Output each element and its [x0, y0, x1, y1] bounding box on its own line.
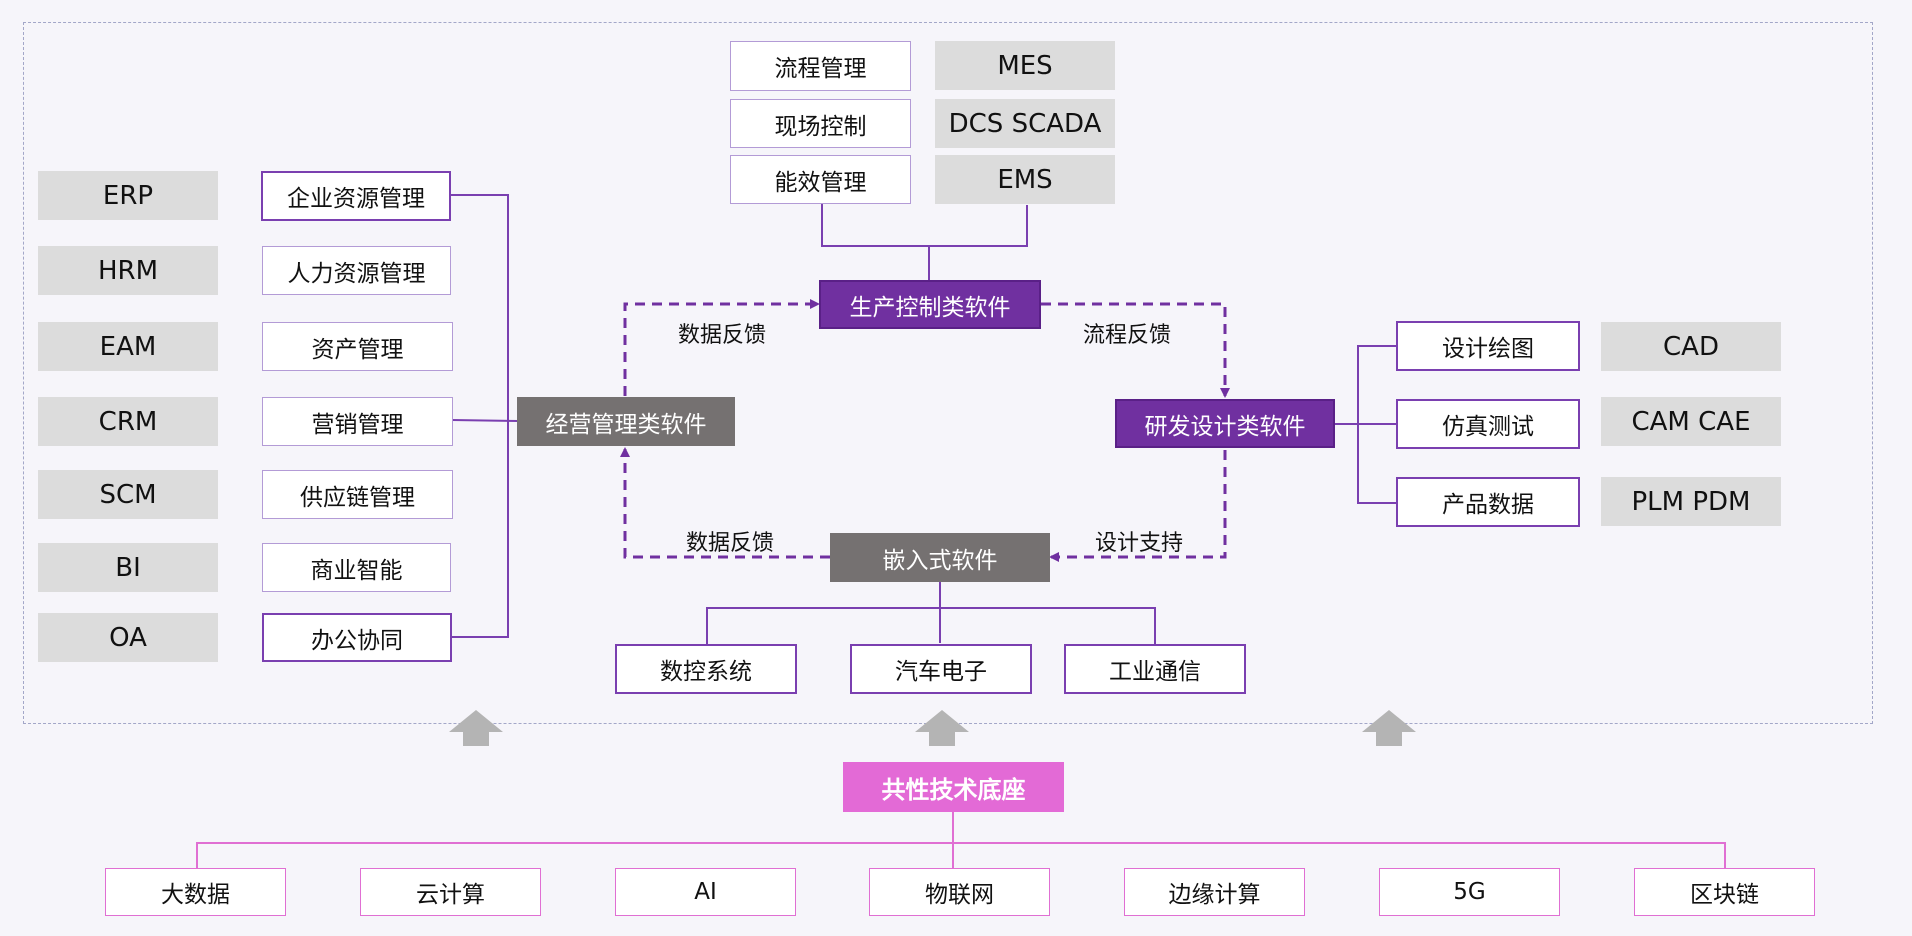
foundation-bracket — [196, 812, 1726, 868]
design-bracket — [1335, 345, 1396, 504]
module-simulation-testing: 仿真测试 — [1396, 399, 1580, 449]
module-process-management: 流程管理 — [730, 41, 911, 91]
hub-embedded-software: 嵌入式软件 — [830, 533, 1050, 582]
module-office-collaboration: 办公协同 — [262, 613, 452, 662]
feedback-loop — [620, 299, 1230, 562]
code-mes: MES — [935, 41, 1115, 90]
code-scm: SCM — [38, 470, 218, 519]
code-bi: BI — [38, 543, 218, 592]
tech-5g: 5G — [1379, 868, 1560, 916]
code-ems: EMS — [935, 155, 1115, 204]
tech-blockchain: 区块链 — [1634, 868, 1815, 916]
code-crm: CRM — [38, 397, 218, 446]
module-site-control: 现场控制 — [730, 99, 911, 148]
up-arrow-middle — [915, 710, 969, 746]
module-asset-management: 资产管理 — [262, 322, 453, 371]
hub-design-software: 研发设计类软件 — [1115, 399, 1335, 448]
flow-label-data-feedback-bottom: 数据反馈 — [686, 531, 775, 556]
code-hrm: HRM — [38, 246, 218, 295]
code-eam: EAM — [38, 322, 218, 371]
code-cad: CAD — [1601, 322, 1781, 371]
up-arrow-right — [1362, 710, 1416, 746]
code-erp: ERP — [38, 171, 218, 220]
flow-label-data-feedback-top: 数据反馈 — [678, 323, 767, 348]
embedded-bracket — [706, 582, 1156, 644]
tech-ai: AI — [615, 868, 796, 916]
module-enterprise-resource: 企业资源管理 — [261, 171, 451, 221]
arrow-design-to-embedded — [1049, 450, 1227, 562]
production-bracket — [821, 204, 1028, 280]
module-human-resource: 人力资源管理 — [262, 246, 451, 295]
code-oa: OA — [38, 613, 218, 662]
hub-business-software: 经营管理类软件 — [517, 397, 735, 446]
tech-iot: 物联网 — [869, 868, 1050, 916]
module-marketing: 营销管理 — [262, 397, 453, 446]
tech-cloud-computing: 云计算 — [360, 868, 541, 916]
code-dcs-scada: DCS SCADA — [935, 99, 1115, 148]
module-supply-chain: 供应链管理 — [262, 470, 453, 519]
module-automotive-electronics: 汽车电子 — [850, 644, 1032, 694]
up-arrows — [449, 710, 1416, 746]
module-product-data: 产品数据 — [1396, 477, 1580, 527]
flow-label-design-support: 设计支持 — [1095, 531, 1184, 556]
arrow-production-to-design — [1041, 302, 1230, 398]
module-cnc-system: 数控系统 — [615, 644, 797, 694]
module-energy-efficiency: 能效管理 — [730, 155, 911, 204]
code-plm-pdm: PLM PDM — [1601, 477, 1781, 526]
tech-big-data: 大数据 — [105, 868, 286, 916]
module-design-drawing: 设计绘图 — [1396, 321, 1580, 371]
arrow-embedded-to-business — [620, 447, 830, 559]
business-bracket — [449, 194, 519, 638]
module-business-intelligence: 商业智能 — [262, 543, 451, 592]
up-arrow-left — [449, 710, 503, 746]
code-cam-cae: CAM CAE — [1601, 397, 1781, 446]
hub-common-technology-foundation: 共性技术底座 — [843, 762, 1064, 812]
tech-edge-computing: 边缘计算 — [1124, 868, 1305, 916]
hub-production-software: 生产控制类软件 — [819, 280, 1041, 329]
module-industrial-communication: 工业通信 — [1064, 644, 1246, 694]
arrow-business-to-production — [623, 299, 820, 396]
flow-label-process-feedback: 流程反馈 — [1083, 323, 1172, 348]
